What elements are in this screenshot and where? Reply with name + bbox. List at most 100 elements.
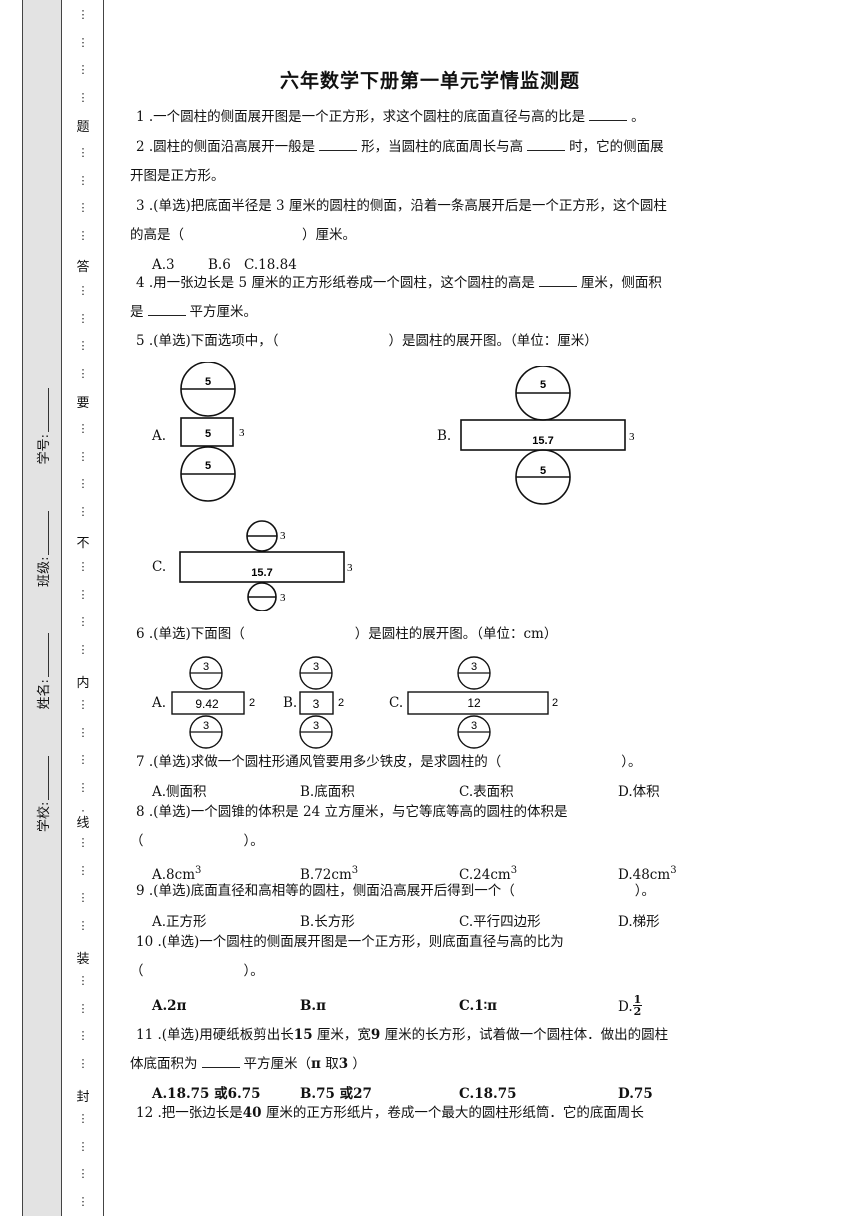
- diameter-label: 3: [471, 661, 477, 673]
- length-label: 9.42: [195, 697, 219, 711]
- seal-line-dot: ⋮: [77, 836, 89, 849]
- option-d[interactable]: D.梯形: [618, 914, 660, 930]
- seal-line-dot: ⋮: [77, 63, 89, 76]
- net-figure-a: 5 5 3 5: [170, 362, 260, 502]
- seal-line-dot: ⋮: [77, 146, 89, 159]
- question-12: 12 .把一张边长是40 厘米的正方形纸片，卷成一个最大的圆柱形纸筒．它的底面周…: [136, 1105, 644, 1121]
- question-10: 10 .(单选)一个圆柱的侧面展开图是一个正方形，则底面直径与高的比为 （）。: [130, 934, 564, 979]
- seal-line-dot: ⋮: [77, 588, 89, 601]
- seal-line-char: 封: [74, 1086, 92, 1105]
- height-label: 3: [629, 431, 635, 443]
- option-b[interactable]: B.π: [300, 998, 326, 1014]
- net-figure-b: 5 15.7 3 5: [460, 366, 650, 506]
- seal-line-dot: ⋮: [77, 919, 89, 932]
- option-b-label[interactable]: B.: [283, 695, 298, 711]
- option-a: A.8cm3: [152, 865, 202, 883]
- question-9: 9 .(单选)底面直径和高相等的圆柱，侧面沿高展开后得到一个（）。: [136, 883, 655, 899]
- height-label: 2: [249, 697, 255, 709]
- seal-line-dot: ⋮: [77, 367, 89, 380]
- seal-line-dot: ⋮: [77, 560, 89, 573]
- question-6: 6 .(单选)下面图（）是圆柱的展开图。（单位：cm）: [136, 626, 558, 642]
- option-a[interactable]: A.侧面积: [152, 784, 207, 800]
- height-label: 2: [338, 697, 344, 709]
- answer-blank[interactable]: [201, 1053, 240, 1068]
- student-number-field[interactable]: 学号:: [33, 388, 52, 464]
- option-d[interactable]: D.体积: [618, 784, 660, 800]
- option-c-label[interactable]: C.: [389, 695, 404, 711]
- seal-line-dot: ⋮: [77, 505, 89, 518]
- option-c[interactable]: C.18.75: [459, 1086, 517, 1102]
- page-title: 六年数学下册第一单元学情监测题: [279, 70, 580, 92]
- question-7: 7 .(单选)求做一个圆柱形通风管要用多少铁皮，是求圆柱的（）。: [136, 754, 642, 770]
- diameter-label: 5: [205, 460, 211, 472]
- seal-line-dot: ⋮: [77, 1195, 89, 1208]
- diameter-label: 5: [205, 376, 211, 388]
- question-3: 3 .(单选)把底面半径是 3 厘米的圆柱的侧面，沿着一条高展开后是一个正方形，…: [130, 198, 667, 243]
- option-d: D.48cm3: [618, 865, 677, 883]
- seal-line-dot: ⋮: [77, 174, 89, 187]
- option-a[interactable]: A.18.75 或6.75: [152, 1086, 261, 1102]
- option-a-label[interactable]: A.: [152, 695, 167, 711]
- diameter-label: 3: [471, 720, 477, 732]
- seal-line-dot: ⋮: [77, 726, 89, 739]
- student-info: 学校: 姓名: 班级: 学号:: [26, 388, 58, 832]
- diameter-label: 3: [203, 661, 209, 673]
- option-c[interactable]: C.平行四边形: [459, 914, 541, 930]
- option-b-label[interactable]: B.: [437, 428, 452, 444]
- name-field[interactable]: 姓名:: [33, 633, 52, 709]
- length-label: 5: [205, 428, 211, 440]
- net-figure-6a: 3 9.42 2 3: [170, 656, 265, 752]
- answer-blank[interactable]: [538, 272, 577, 287]
- seal-line-char: 装: [74, 948, 92, 967]
- diameter-label: 5: [540, 379, 546, 391]
- option-b[interactable]: B.6: [208, 257, 231, 273]
- seal-line-dot: ⋮: [77, 1140, 89, 1153]
- question-11-options: A.18.75 或6.75 B.75 或27 C.18.75 D.75: [152, 1084, 712, 1104]
- option-c[interactable]: C.表面积: [459, 784, 514, 800]
- question-2: 2 .圆柱的侧面沿高展开一般是形，当圆柱的底面周长与高时，它的侧面展 开图是正方…: [130, 133, 730, 191]
- option-d[interactable]: D.75: [618, 1086, 653, 1102]
- seal-line-dot: ⋮: [77, 284, 89, 297]
- question-1: 1 .一个圆柱的侧面展开图是一个正方形，求这个圆柱的底面直径与高的比是。: [136, 103, 730, 132]
- seal-line-dot: ⋮: [77, 615, 89, 628]
- option-a[interactable]: A.2π: [152, 998, 187, 1014]
- seal-line-dot: ⋮: [77, 698, 89, 711]
- answer-blank[interactable]: [319, 136, 358, 151]
- net-figure-6c: 3 12 2 3: [406, 656, 566, 752]
- option-b[interactable]: B.底面积: [300, 784, 355, 800]
- seal-line-dot: ⋮: [77, 1029, 89, 1042]
- seal-line-dot: ⋮: [77, 229, 89, 242]
- seal-line-char: 不: [74, 532, 92, 551]
- option-c-label[interactable]: C.: [152, 559, 167, 575]
- school-field[interactable]: 学校:: [33, 755, 52, 832]
- option-c[interactable]: C.18.84: [244, 257, 297, 273]
- diameter-label: 3: [280, 530, 286, 542]
- answer-blank[interactable]: [589, 106, 628, 121]
- option-c: C.24cm3: [459, 865, 518, 883]
- question-11: 11 .(单选)用硬纸板剪出长15 厘米，宽9 厘米的长方形，试着做一个圆柱体．…: [130, 1027, 669, 1072]
- seal-line-dot: ⋮: [77, 891, 89, 904]
- option-b[interactable]: B.长方形: [300, 914, 355, 930]
- seal-line-dot: ⋮: [77, 1002, 89, 1015]
- option-b[interactable]: B.75 或27: [300, 1086, 372, 1102]
- seal-line-char: 线: [74, 812, 92, 831]
- option-a-label[interactable]: A.: [152, 428, 167, 444]
- question-8-options: A.8cm3 B.72cm3 C.24cm3 D.48cm3: [152, 861, 712, 885]
- net-figure-6b: 3 3 2 3: [298, 656, 354, 752]
- student-info-strip: [22, 0, 62, 1216]
- answer-blank[interactable]: [527, 136, 566, 151]
- seal-line-dot: ⋮: [77, 36, 89, 49]
- class-field[interactable]: 班级:: [33, 510, 52, 587]
- answer-blank[interactable]: [147, 301, 186, 316]
- option-c[interactable]: C.1∶π: [459, 998, 497, 1014]
- seal-line-dot: ⋮: [77, 8, 89, 21]
- seal-line-dot: ⋮: [77, 201, 89, 214]
- option-a[interactable]: A.3: [152, 257, 175, 273]
- option-a[interactable]: A.正方形: [152, 914, 207, 930]
- seal-line-dot: ⋮: [77, 91, 89, 104]
- height-label: 2: [552, 697, 558, 709]
- diameter-label: 5: [540, 465, 546, 477]
- option-b: B.72cm3: [300, 865, 359, 883]
